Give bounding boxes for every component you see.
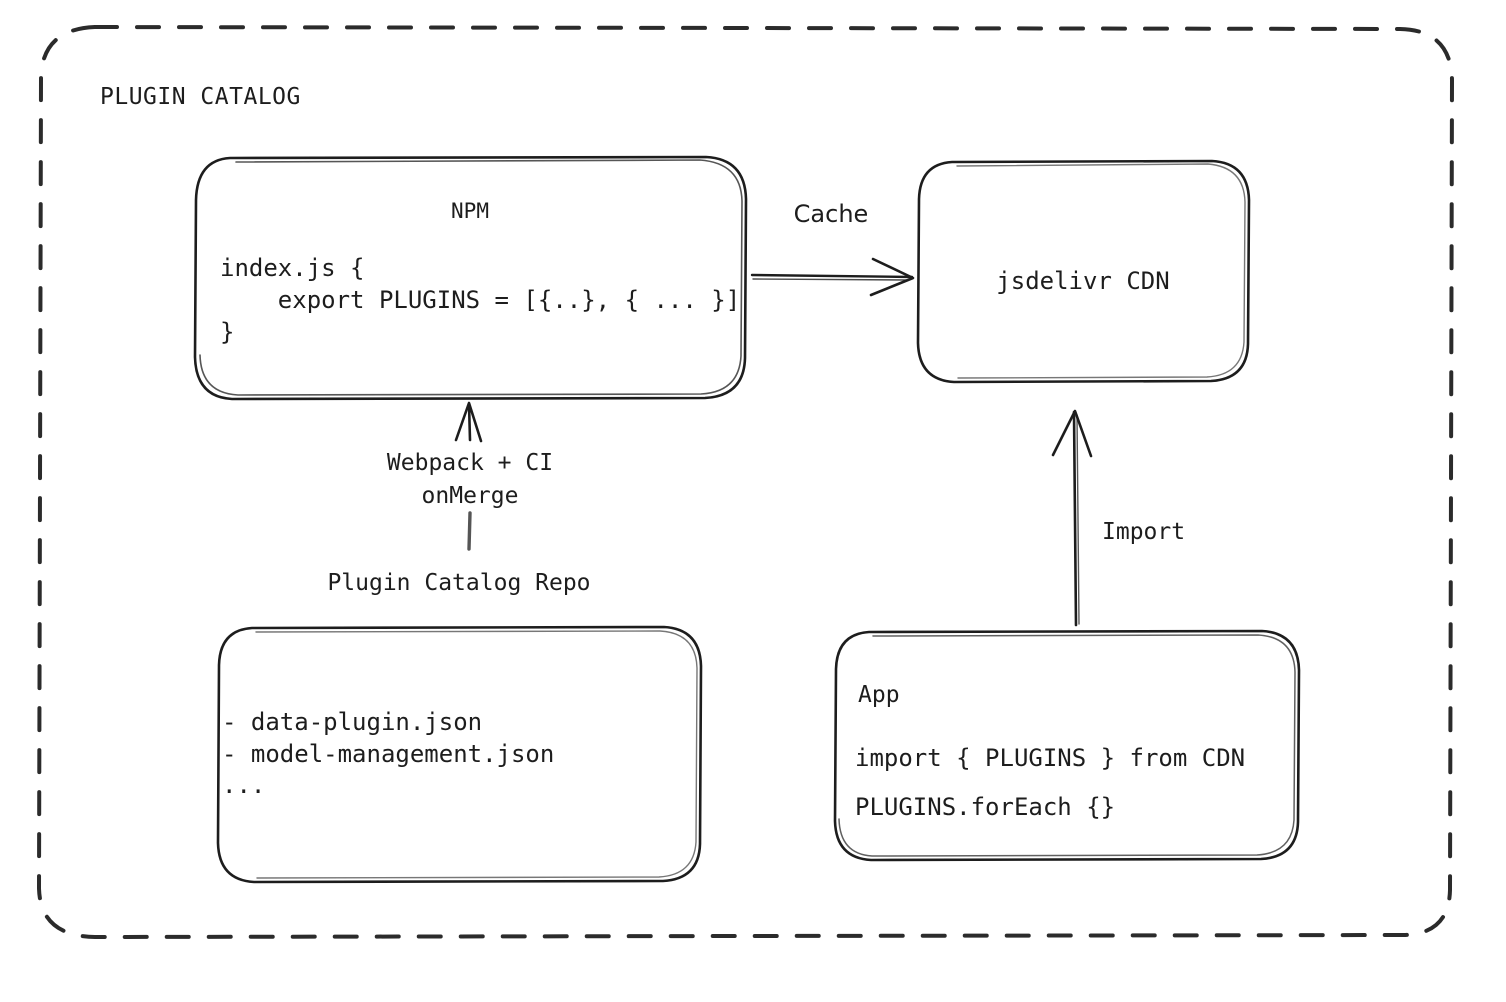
npm-node-title: NPM (451, 199, 489, 223)
app-node-code-line-1: import { PLUGINS } from CDN (855, 744, 1246, 772)
app-node-code-line-2: PLUGINS.forEach {} (855, 793, 1116, 822)
repo-node-file-list: - data-plugin.json - model-management.js… (222, 708, 555, 800)
repo-node-caption: Plugin Catalog Repo (327, 570, 591, 596)
build-edge-label: Webpack + CI onMerge (386, 450, 554, 509)
app-node-title: App (858, 682, 900, 708)
cdn-node-title: jsdelivr CDN (996, 267, 1170, 295)
import-edge-label: Import (1102, 519, 1186, 545)
cache-arrow (750, 257, 915, 297)
import-arrow (1051, 409, 1093, 627)
group-title: PLUGIN CATALOG (100, 84, 301, 110)
npm-node-code: index.js { export PLUGINS = [{..}, { ...… (220, 254, 741, 346)
app-node-code: import { PLUGINS } from CDN PLUGINS.forEa… (855, 734, 1245, 832)
cache-edge-label: Cache (793, 200, 869, 228)
